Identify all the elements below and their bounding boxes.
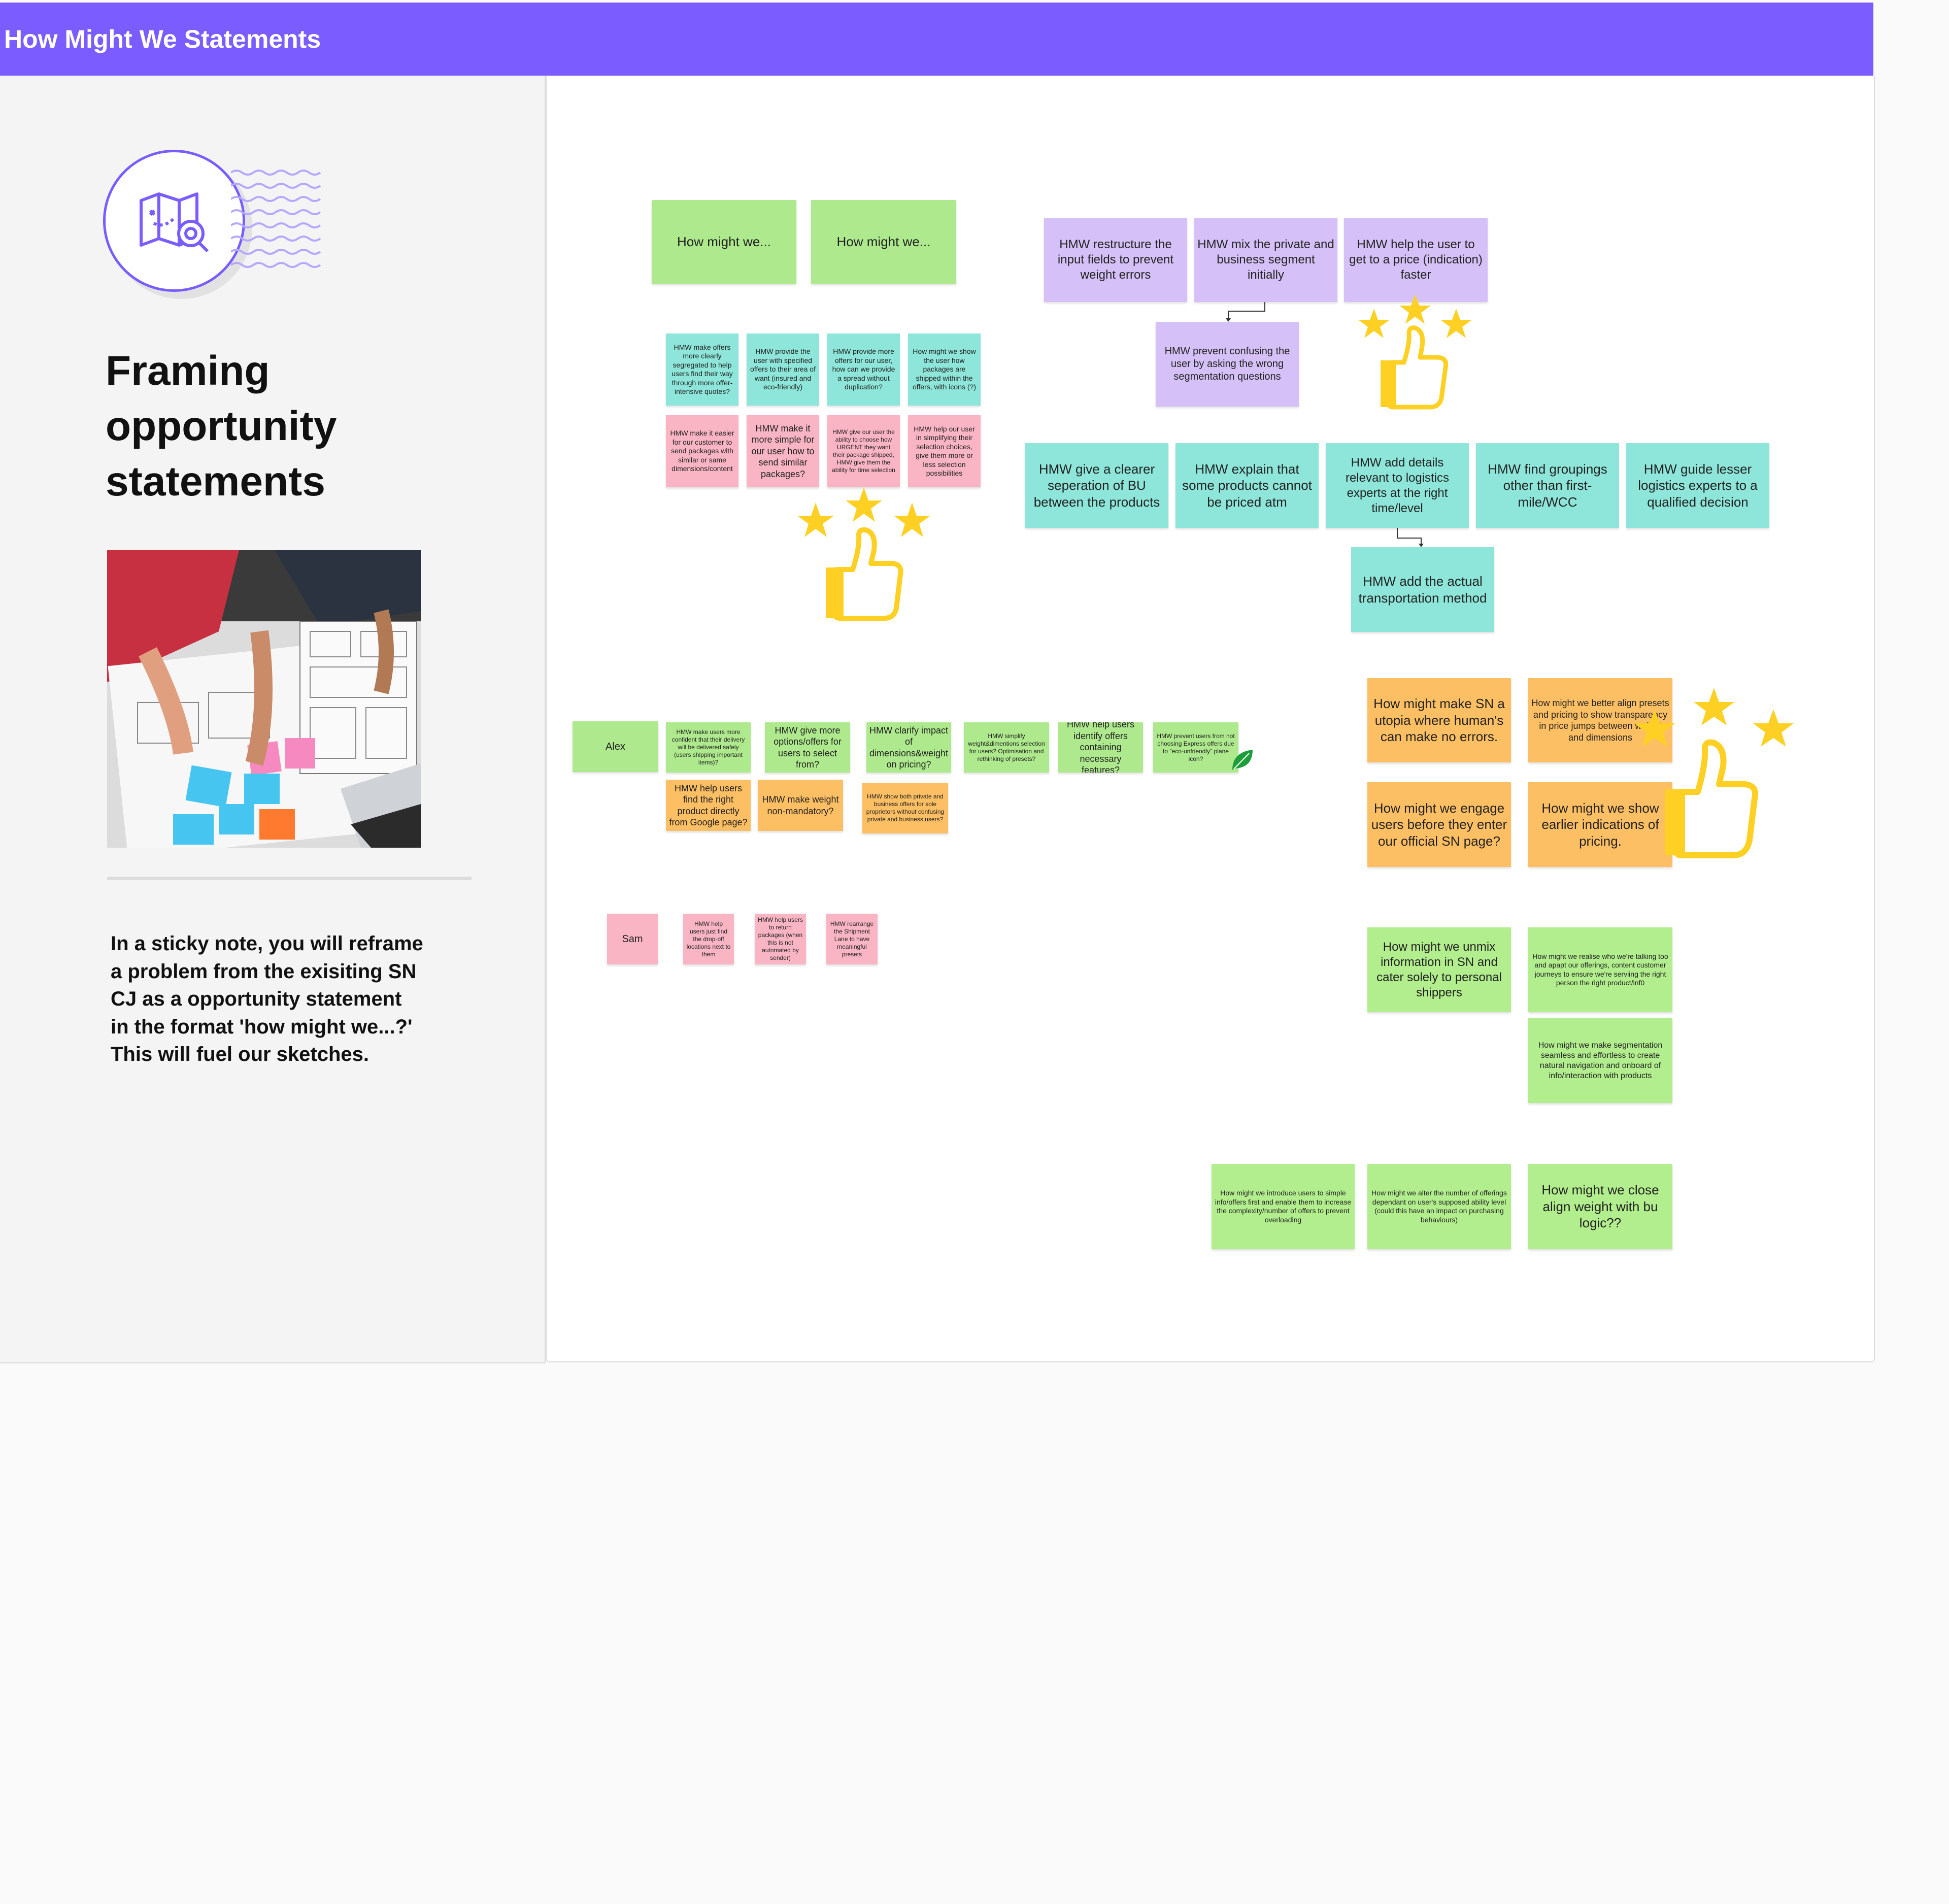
sticky-note[interactable]: How might we better align presets and pr… (1528, 678, 1672, 762)
sticky-note[interactable]: HMW help the user to get to a price (ind… (1344, 218, 1488, 302)
sticky-note[interactable]: HMW give more options/offers for users t… (765, 722, 850, 773)
panel-title: Framing opportunity statements (106, 348, 337, 505)
sticky-note[interactable]: HMW make it easier for our customer to s… (666, 415, 738, 487)
thumbs-up-icon (1665, 739, 1758, 858)
sticky-note[interactable]: HMW prevent users from not choosing Expr… (1153, 722, 1238, 773)
sticky-note[interactable]: HMW give a clearer seperation of BU betw… (1025, 443, 1168, 528)
sticky-note[interactable]: HMW help users identify offers containin… (1058, 722, 1143, 773)
sticky-note[interactable]: HMW provide the user with specified offe… (747, 333, 819, 406)
sticky-note[interactable]: HMW add the actual transportation method (1351, 547, 1494, 632)
sticky-note-example[interactable]: How might we... (652, 200, 796, 284)
connector-arrow (1397, 528, 1424, 547)
sticky-note[interactable]: How might we realise who we're talking t… (1528, 927, 1672, 1012)
thumbs-up-icon (1381, 325, 1449, 410)
sticky-note-example[interactable]: How might we... (811, 200, 956, 284)
rating-reaction-b (1358, 294, 1472, 410)
sticky-note[interactable]: HMW make it more simple for our user how… (747, 415, 819, 487)
star-icon (1358, 294, 1472, 338)
sticky-note[interactable]: HMW rearrange the Shipment Lane to have … (826, 914, 878, 964)
sticky-note[interactable]: HMW guide lesser logistics experts to a … (1626, 443, 1769, 528)
sticky-note[interactable]: HMW help users to return packages (when … (755, 914, 806, 964)
rating-reaction-c (1634, 688, 1794, 858)
sticky-note[interactable]: HMW make offers more clearly segregated … (666, 333, 738, 406)
sticky-note[interactable]: How might make SN a utopia where human's… (1367, 678, 1511, 762)
participant-label-sam[interactable]: Sam (607, 914, 658, 964)
sticky-note[interactable]: HMW make weight non-mandatory? (758, 780, 843, 831)
panel-divider (107, 877, 472, 880)
sticky-note[interactable]: How might we show earlier indications of… (1528, 782, 1672, 867)
sticky-note[interactable]: HMW explain that some products cannot be… (1175, 443, 1319, 528)
leaf-icon (1232, 750, 1253, 770)
sticky-note[interactable]: How might we show the user how packages … (908, 333, 981, 406)
sticky-note[interactable]: HMW help users just find the drop-off lo… (683, 914, 734, 964)
instructions-text: In a sticky note, you will reframe a pro… (111, 932, 423, 1065)
sticky-note[interactable]: HMW make users more confident that their… (666, 722, 751, 773)
map-search-icon (103, 150, 245, 292)
star-icon (1634, 688, 1794, 747)
sticky-note[interactable]: HMW help our user in simplifying their s… (908, 415, 981, 487)
sticky-note[interactable]: HMW show both private and business offer… (862, 783, 948, 833)
sticky-note[interactable]: HMW clarify impact of dimensions&weight … (866, 722, 951, 773)
top-header: How Might We Statements (0, 3, 1873, 76)
sticky-note[interactable]: HMW add details relevant to logistics ex… (1326, 443, 1469, 528)
sticky-note[interactable]: HMW restructure the input fields to prev… (1044, 218, 1187, 302)
wave-pattern (231, 170, 321, 268)
sticky-note[interactable]: How might we alter the number of offerin… (1367, 1164, 1511, 1249)
sticky-note[interactable]: HMW mix the private and business segment… (1194, 218, 1337, 302)
sticky-note[interactable]: How might we close align weight with bu … (1528, 1164, 1672, 1249)
sticky-note[interactable]: HMW find groupings other than first-mile… (1476, 443, 1619, 528)
sticky-note[interactable]: How might we unmix information in SN and… (1367, 927, 1511, 1012)
connector-arrow (1226, 302, 1265, 322)
rating-reaction-a (797, 487, 930, 621)
sticky-note[interactable]: HMW give our user the ability to choose … (827, 415, 900, 487)
sticky-note[interactable]: How might we engage users before they en… (1367, 782, 1511, 867)
page-title: How Might We Statements (4, 25, 321, 53)
sticky-note[interactable]: HMW prevent confusing the user by asking… (1156, 322, 1299, 407)
participant-label-alex[interactable]: Alex (573, 721, 658, 772)
thumbs-up-icon (826, 527, 903, 621)
workshop-photo (107, 550, 421, 848)
sticky-note[interactable]: HMW simplify weight&dimentions selection… (964, 722, 1049, 773)
sticky-note[interactable]: How might we introduce users to simple i… (1212, 1164, 1355, 1249)
sticky-note[interactable]: HMW provide more offers for our user, ho… (827, 333, 900, 406)
sticky-note[interactable]: How might we make segmentation seamless … (1528, 1018, 1672, 1103)
sticky-note[interactable]: HMW help users find the right product di… (666, 780, 751, 831)
star-icon (797, 487, 930, 537)
